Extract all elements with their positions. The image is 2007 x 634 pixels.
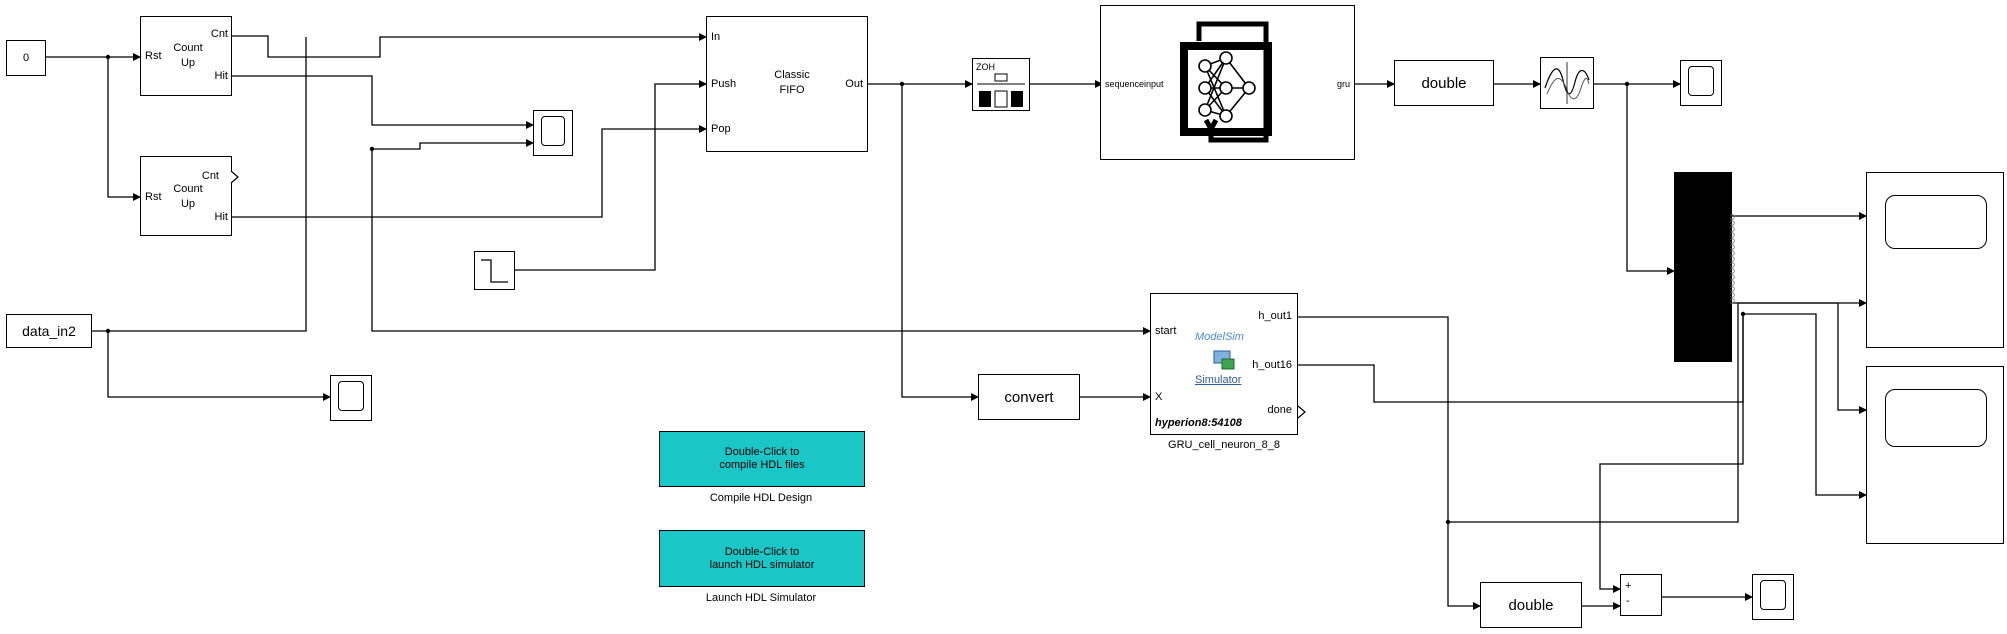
mux-block[interactable] [1674, 172, 1735, 362]
zoh-waveform-icon [977, 73, 1025, 108]
h-out16-port-label: h_out16 [1252, 359, 1292, 371]
sum-minus-sign: - [1626, 595, 1630, 607]
sum-plus-sign: + [1625, 580, 1632, 592]
launch-hdl-button-text: Double-Click to launch HDL simulator [710, 546, 815, 572]
fifo-title-line1: Classic [774, 69, 810, 81]
button-line1: Double-Click to [724, 446, 800, 458]
rst-port-label: Rst [145, 50, 162, 62]
constant-value: 0 [22, 52, 30, 64]
button-line2: compile HDL files [719, 459, 805, 471]
scope-block-data-in[interactable] [330, 375, 372, 421]
scope-screen-icon [541, 116, 565, 146]
simulator-logo-text: Simulator [1195, 374, 1242, 386]
button-line1: Double-Click to [724, 545, 800, 558]
zero-order-hold-block[interactable]: ZOH [972, 58, 1030, 111]
convert-label: convert [1004, 388, 1054, 406]
sequence-input-port-label: sequenceinput [1105, 79, 1164, 89]
scope-block-1[interactable] [533, 110, 573, 156]
scope-block-sum-out[interactable] [1752, 574, 1794, 620]
done-port-label: done [1267, 404, 1292, 416]
x-port-label: X [1155, 391, 1163, 403]
step-block[interactable] [474, 251, 515, 290]
counter-title-line1: Count [173, 183, 203, 195]
scope-screen-icon [1885, 195, 1987, 249]
hdl-cosimulation-block[interactable]: start X h_out1 h_out16 done ModelSim Sim… [1150, 293, 1306, 435]
compile-hdl-caption: Compile HDL Design [709, 492, 813, 504]
in-port-label: In [711, 31, 721, 43]
counter-up-block-2[interactable]: Rst Count Up Cnt Hit [140, 156, 239, 236]
scope-screen-icon [1885, 389, 1987, 447]
cnt-port-label: Cnt [201, 170, 219, 182]
double-label: double [1421, 74, 1467, 92]
counter-title-line2: Up [180, 198, 196, 210]
cnt-port-label: Cnt [210, 28, 228, 40]
modelsim-logo-text: ModelSim [1195, 331, 1244, 343]
output-port-arrow-icon [1297, 405, 1306, 419]
filter-waveform-icon [1544, 62, 1590, 104]
classic-fifo-block[interactable]: In Push Pop Classic FIFO Out [706, 16, 868, 152]
out-port-label: Out [845, 78, 863, 90]
h-out1-port-label: h_out1 [1258, 310, 1292, 322]
recurrent-network-icon [1180, 21, 1272, 143]
counter-up-block-1[interactable]: Rst Count Up Cnt Hit [140, 16, 232, 96]
filter-block[interactable] [1540, 57, 1594, 109]
step-waveform-icon [481, 259, 508, 283]
mux-ports-icon [1730, 214, 1735, 304]
hit-port-label: Hit [214, 70, 228, 82]
push-port-label: Push [711, 78, 737, 90]
launch-hdl-simulator-button[interactable]: Double-Click to launch HDL simulator [659, 530, 865, 587]
output-port-arrow-icon [230, 170, 239, 184]
scope-screen-icon [1688, 66, 1714, 96]
double-label: double [1508, 596, 1554, 614]
counter-title-line2: Up [180, 57, 196, 69]
sum-block[interactable]: + - [1620, 574, 1662, 616]
launch-hdl-caption: Launch HDL Simulator [705, 592, 817, 604]
fifo-title-line2: FIFO [779, 84, 805, 96]
scope-screen-icon [1760, 580, 1786, 610]
compile-hdl-button-text: Double-Click to compile HDL files [719, 446, 804, 472]
data-type-conversion-double-bottom[interactable]: double [1480, 582, 1582, 628]
hit-port-label: Hit [214, 211, 228, 223]
gru-neural-network-block[interactable]: sequenceinput gru [1100, 5, 1355, 160]
cosim-block-name: GRU_cell_neuron_8_8 [1168, 439, 1280, 451]
constant-block[interactable]: 0 [6, 40, 46, 76]
start-port-label: start [1155, 325, 1177, 337]
scope-screen-icon [338, 381, 364, 411]
host-name-label: hyperion8:54108 [1155, 417, 1242, 429]
scope-block-large-2[interactable] [1866, 366, 2004, 544]
scope-block-gru-out[interactable] [1680, 60, 1722, 106]
data-in-label: data_in2 [22, 323, 76, 339]
scope-block-large-1[interactable] [1866, 172, 2004, 348]
compile-hdl-button[interactable]: Double-Click to compile HDL files [659, 431, 865, 487]
data-type-conversion-double-top[interactable]: double [1394, 60, 1494, 106]
rst-port-label: Rst [145, 191, 162, 203]
zoh-label: ZOH [976, 62, 995, 72]
simulator-computer-icon [1213, 350, 1235, 370]
button-line2: launch HDL simulator [709, 558, 815, 571]
counter-title-line1: Count [173, 42, 203, 54]
data-in-inport-block[interactable]: data_in2 [6, 314, 92, 348]
convert-block[interactable]: convert [978, 374, 1080, 420]
pop-port-label: Pop [711, 123, 731, 135]
gru-output-port-label: gru [1336, 79, 1350, 89]
